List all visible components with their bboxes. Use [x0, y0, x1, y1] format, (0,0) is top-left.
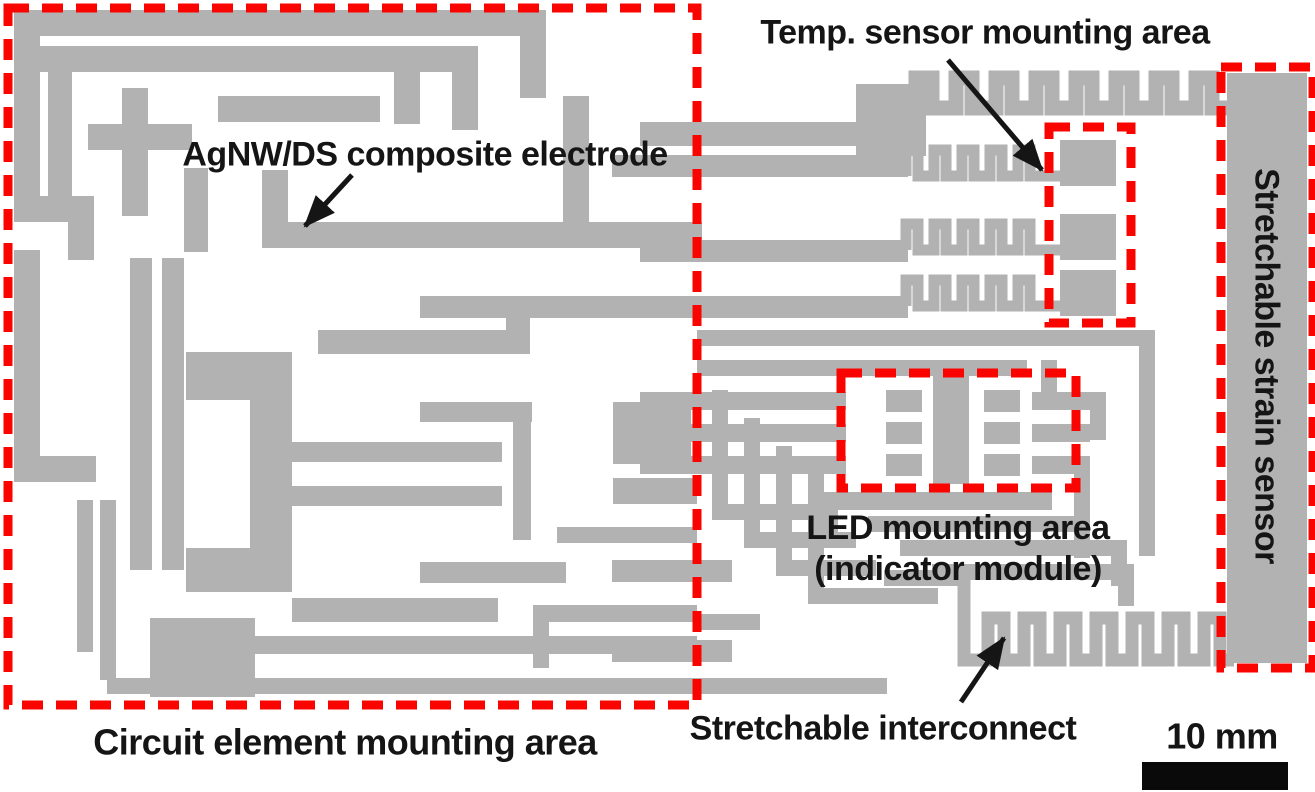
temp-sensor-pad [1060, 140, 1116, 186]
strain-sensor-box [1216, 62, 1315, 673]
strain-sensor-bar [1227, 73, 1307, 663]
temp-sensor-pad [1060, 270, 1116, 316]
circuit-area-label: Circuit element mounting area [93, 721, 597, 763]
scale-bar [1142, 762, 1288, 790]
annotation-arrow-group [303, 58, 1044, 704]
temp-sensor-arrow [946, 58, 1044, 172]
circuit-area-box [3, 3, 702, 710]
strain-sensor-label: Stretchable strain sensor [1247, 168, 1286, 564]
led-area-label-line2: (indicator module) [814, 550, 1102, 588]
serpentine-temp-row2 [900, 218, 1060, 256]
scale-bar-label: 10 mm [1166, 715, 1278, 757]
led-pad [984, 390, 1020, 412]
led-pad [886, 422, 922, 444]
led-area-box [836, 368, 1081, 493]
led-pad [886, 454, 922, 476]
led-area-label-line1: LED mounting area [806, 509, 1110, 548]
electrode-arrow [303, 173, 354, 228]
electrode-label: AgNW/DS composite electrode [182, 135, 668, 174]
led-area-label: LED mounting area (indicator module) [806, 508, 1110, 590]
led-pad [886, 390, 922, 412]
led-pad [984, 422, 1020, 444]
temp-sensor-area-box [1044, 122, 1136, 328]
composite-electrode-trace [270, 222, 702, 248]
highlight-box-group [3, 3, 1315, 710]
interconnect-arrow [958, 636, 1007, 704]
led-center-bar [933, 376, 969, 484]
interconnect-label: Stretchable interconnect [689, 709, 1077, 748]
serpentine-top [872, 70, 1232, 116]
temp-sensor-label: Temp. sensor mounting area [760, 13, 1210, 52]
temp-sensor-pad [1060, 214, 1116, 260]
serpentine-bottom [957, 578, 1234, 667]
circuit-trace-group [14, 10, 1307, 697]
serpentine-temp-row3 [900, 274, 1060, 312]
led-pad [984, 454, 1020, 476]
